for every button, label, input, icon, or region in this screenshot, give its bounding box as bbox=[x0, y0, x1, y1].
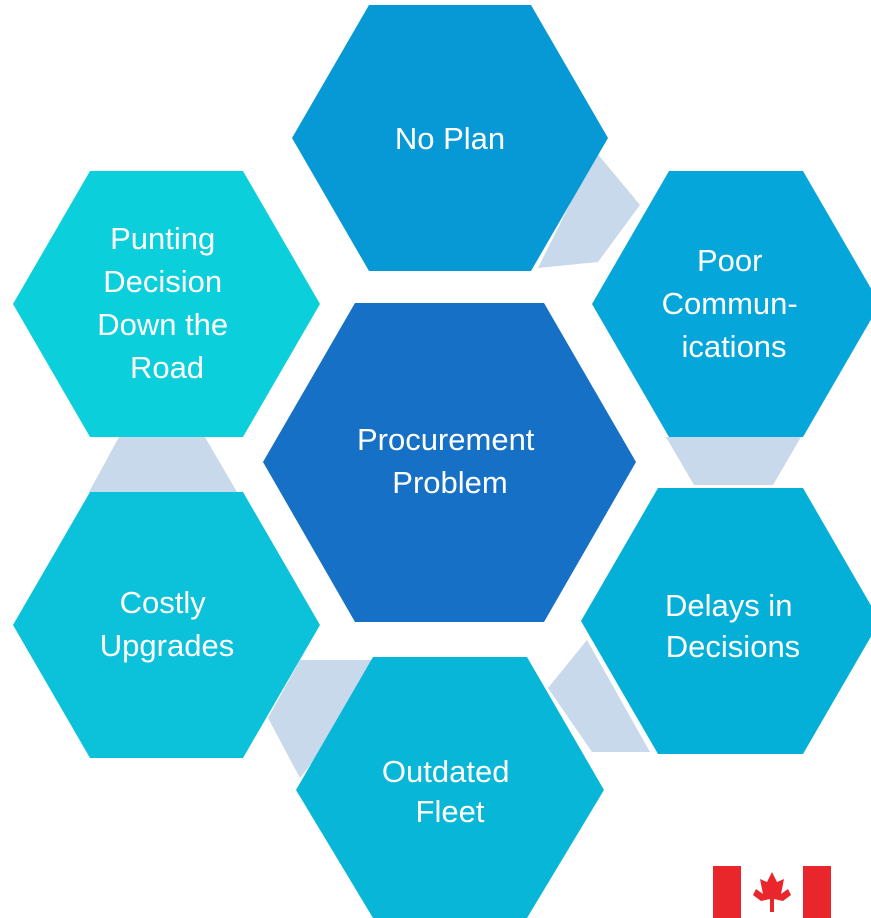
label-procurement-problem: Procurement Problem bbox=[357, 422, 543, 500]
label-line: Fleet bbox=[416, 794, 485, 829]
hexagon-procurement-problem bbox=[263, 303, 636, 622]
hexagon-costly-upgrades bbox=[13, 492, 320, 758]
flag-red-bar-left bbox=[713, 866, 741, 918]
label-line: Punting bbox=[110, 221, 215, 256]
flag-red-bar-right bbox=[803, 866, 831, 918]
connector-punting-to-costly-upgrades bbox=[89, 437, 237, 492]
hexagon-poor-communications bbox=[592, 171, 871, 437]
maple-leaf-icon bbox=[753, 872, 791, 912]
hexagon-punting-decision bbox=[13, 171, 320, 437]
label-line: Decision bbox=[103, 264, 222, 299]
maple-leaf-shape bbox=[753, 872, 791, 912]
label-poor-communications: Poor Commun- ications bbox=[662, 243, 807, 364]
label-line: Poor bbox=[697, 243, 762, 278]
label-line: Outdated bbox=[382, 754, 510, 789]
connectors bbox=[89, 152, 801, 778]
label-line: Problem bbox=[392, 465, 507, 500]
label-line: Road bbox=[130, 350, 204, 385]
label-line: Decisions bbox=[666, 629, 800, 664]
label-line: No Plan bbox=[395, 121, 505, 156]
label-line: Costly bbox=[120, 585, 207, 620]
label-costly-upgrades: Costly Upgrades bbox=[100, 585, 234, 663]
label-line: Down the bbox=[97, 307, 228, 342]
connector-delays-to-outdated-fleet bbox=[548, 640, 650, 752]
label-line: Upgrades bbox=[100, 628, 234, 663]
label-punting-decision: Punting Decision Down the Road bbox=[97, 221, 237, 385]
canada-flag bbox=[713, 866, 831, 918]
label-outdated-fleet: Outdated Fleet bbox=[382, 754, 518, 829]
connector-poor-communications-to-delays bbox=[666, 437, 801, 485]
label-no-plan: No Plan bbox=[395, 121, 505, 156]
label-line: Commun- bbox=[662, 286, 798, 321]
label-line: Delays in bbox=[665, 588, 793, 623]
label-line: Procurement bbox=[357, 422, 535, 457]
connector-no-plan-to-poor-communications bbox=[538, 152, 640, 268]
hexagon-outdated-fleet bbox=[296, 657, 604, 918]
hexagon-delays-in-decisions bbox=[581, 488, 871, 754]
label-line: ications bbox=[681, 329, 786, 364]
connector-outdated-fleet-to-costly-upgrades bbox=[268, 660, 373, 778]
hexagon-no-plan bbox=[292, 5, 608, 271]
label-delays-in-decisions: Delays in Decisions bbox=[665, 588, 801, 664]
